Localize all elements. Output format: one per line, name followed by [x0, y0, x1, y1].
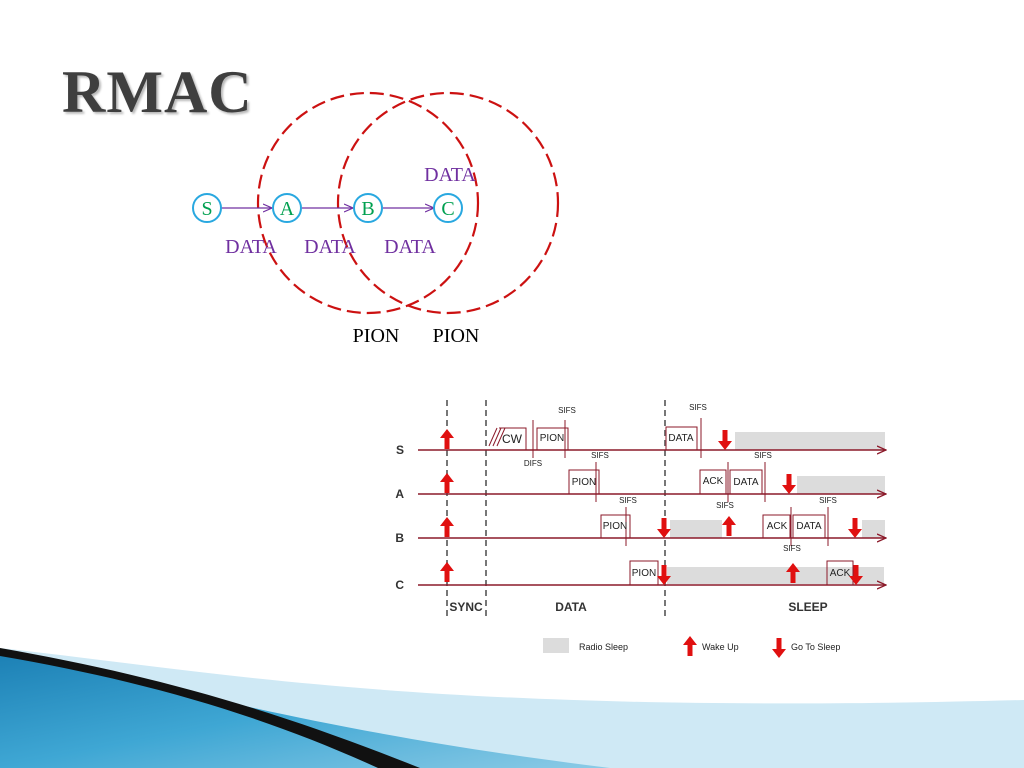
ack-label-c: ACK	[830, 568, 851, 579]
data-frame-a	[729, 469, 763, 494]
node-label: B	[361, 198, 374, 220]
pion-label-a: PION	[572, 477, 596, 488]
sleep-region-b1	[670, 520, 722, 538]
sifs-label: SIFS	[783, 544, 801, 553]
legend-radio-sleep-swatch	[543, 638, 569, 653]
sifs-label: SIFS	[689, 403, 707, 412]
ack-frame-b	[762, 514, 791, 538]
sifs-label: SIFS	[819, 496, 837, 505]
pion-frame-b	[600, 514, 631, 538]
pion-label-b: PION	[603, 521, 627, 532]
sleep-region-a	[797, 476, 885, 494]
node-c: C	[433, 193, 463, 223]
decor-blue-band	[0, 650, 610, 768]
decor-black-stripe	[0, 648, 420, 768]
sifs-label: SIFS	[558, 406, 576, 415]
phase-label-sync: SYNC	[449, 600, 483, 614]
timing-legend: Radio Sleep Wake Up Go To Sleep	[543, 636, 840, 658]
node-b: B	[353, 193, 383, 223]
pion-label-s: PION	[540, 433, 564, 444]
data-label-a-b: DATA	[304, 236, 356, 258]
phase-label-sleep: SLEEP	[788, 600, 827, 614]
ack-label-b: ACK	[767, 521, 788, 532]
legend-wake-up-label: Wake Up	[702, 642, 739, 652]
range-circle-a	[256, 91, 480, 315]
cw-label: CW	[502, 432, 523, 446]
pion-frame-c	[629, 560, 659, 585]
data-label-b-c: DATA	[384, 236, 436, 258]
phase-label-data: DATA	[555, 600, 587, 614]
pion-label-2: PION	[433, 325, 480, 347]
sifs-label: SIFS	[591, 451, 609, 460]
pion-frame-a	[568, 469, 600, 494]
legend-go-to-sleep-label: Go To Sleep	[791, 642, 840, 652]
cw-frame	[499, 427, 527, 450]
data-label-a: DATA	[733, 477, 759, 488]
row-label-b: B	[395, 531, 404, 545]
row-label-a: A	[395, 487, 404, 501]
cw-hatch	[488, 427, 506, 447]
sleep-region-s	[735, 432, 885, 450]
legend-radio-sleep-label: Radio Sleep	[579, 642, 628, 652]
pion-label-1: PION	[353, 325, 400, 347]
data-frame-s	[665, 426, 698, 450]
sifs-label: SIFS	[754, 451, 772, 460]
pion-label-c: PION	[632, 568, 656, 579]
row-label-s: S	[396, 443, 404, 457]
pion-frame-s	[536, 427, 569, 450]
data-label-b: DATA	[796, 521, 822, 532]
node-s: S	[192, 193, 222, 223]
slide-title: RMAC	[62, 59, 253, 125]
data-frame-b	[792, 514, 826, 538]
data-label-s-a: DATA	[225, 236, 277, 258]
sifs-label: SIFS	[619, 496, 637, 505]
ack-label-a: ACK	[703, 476, 724, 487]
ack-frame-a	[699, 469, 727, 494]
range-circle-b	[336, 91, 560, 315]
node-label: C	[441, 198, 454, 220]
data-label-s: DATA	[668, 433, 694, 444]
node-label: S	[201, 198, 212, 220]
sleep-region-c	[667, 567, 884, 584]
ack-frame-c	[826, 560, 854, 585]
row-label-c: C	[395, 578, 404, 592]
node-a: A	[272, 193, 302, 223]
data-label-above-c: DATA	[424, 164, 476, 186]
node-label: A	[280, 198, 295, 220]
sifs-label: SIFS	[716, 501, 734, 510]
difs-label: DIFS	[524, 459, 542, 468]
